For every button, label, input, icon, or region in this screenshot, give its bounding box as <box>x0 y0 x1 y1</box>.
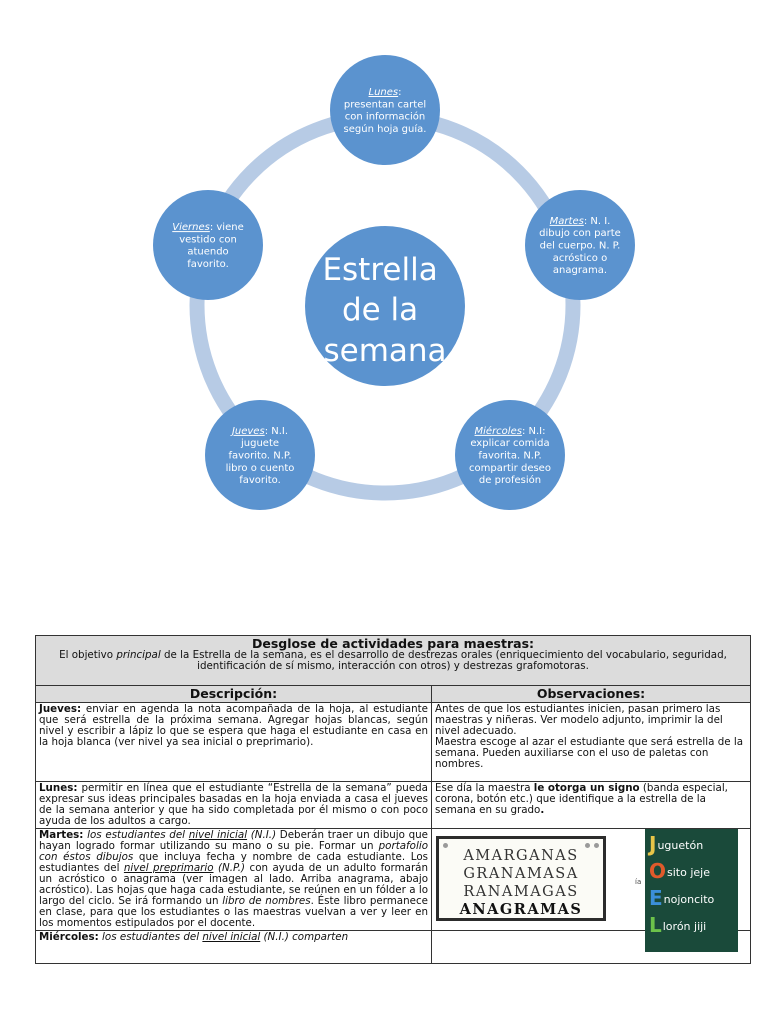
anagrama-line: AMARGANAS <box>463 848 579 864</box>
martes-images: AMARGANAS GRANAMASA RANAMAGAS ANAGRAMAS … <box>430 828 752 952</box>
day-node-circle <box>205 400 315 510</box>
table-row: Jueves: enviar en agenda la nota acompañ… <box>35 702 752 782</box>
miercoles-description: Miércoles: los estudiantes del nivel ini… <box>35 930 432 964</box>
anagrama-line: RANAMAGAS <box>463 884 579 900</box>
table-title: Desglose de actividades para maestras: <box>251 636 535 651</box>
pin-icon <box>594 843 599 848</box>
day-node-circle <box>153 190 263 300</box>
column-header-observations: Observaciones: <box>430 685 752 703</box>
column-header-description: Descripción: <box>35 685 432 703</box>
estrella-cycle-diagram: Estrella de la semana Lunes:presentan ca… <box>153 55 635 510</box>
lunes-description: Lunes: permitir en línea que el estudian… <box>35 781 432 829</box>
anagrama-line: GRANAMASA <box>463 866 579 882</box>
day-node-circle <box>455 400 565 510</box>
jueves-observation: Antes de que los estudiantes inicien, pa… <box>430 702 752 782</box>
pin-icon <box>585 843 590 848</box>
acrostico-line: Juguetón <box>649 832 704 856</box>
table-intro: El objetivo principal de la Estrella de … <box>59 649 727 672</box>
anagrama-line: ANAGRAMAS <box>459 901 583 918</box>
anagrama-image: AMARGANAS GRANAMASA RANAMAGAS ANAGRAMAS <box>436 836 606 921</box>
lunes-observation: Ese día la maestra le otorga un signo (b… <box>430 781 752 829</box>
center-circle <box>305 226 465 386</box>
martes-description: Martes: los estudiantes del nivel inicia… <box>35 828 432 931</box>
activities-table: Desglose de actividades para maestras: E… <box>34 635 752 964</box>
pin-icon <box>443 843 448 848</box>
table-row: Lunes: permitir en línea que el estudian… <box>35 781 752 829</box>
jueves-description: Jueves: enviar en agenda la nota acompañ… <box>35 702 432 782</box>
day-node-circle <box>330 55 440 165</box>
table-header: Desglose de actividades para maestras: E… <box>34 635 752 686</box>
acrostico-line: Llorón jiji <box>649 913 707 937</box>
table-row: Miércoles: los estudiantes del nivel ini… <box>35 930 752 964</box>
table-row: Martes: los estudiantes del nivel inicia… <box>35 828 752 952</box>
center-title: Estrella de la semana <box>322 252 447 369</box>
acrostico-image: Juguetón Osito jeje Enojoncito Llorón ji… <box>645 829 738 952</box>
acrostico-line: Osito jeje <box>649 859 710 883</box>
day-node-circle <box>525 190 635 300</box>
stray-text: ía <box>635 878 642 886</box>
acrostico-line: Enojoncito <box>649 886 715 910</box>
